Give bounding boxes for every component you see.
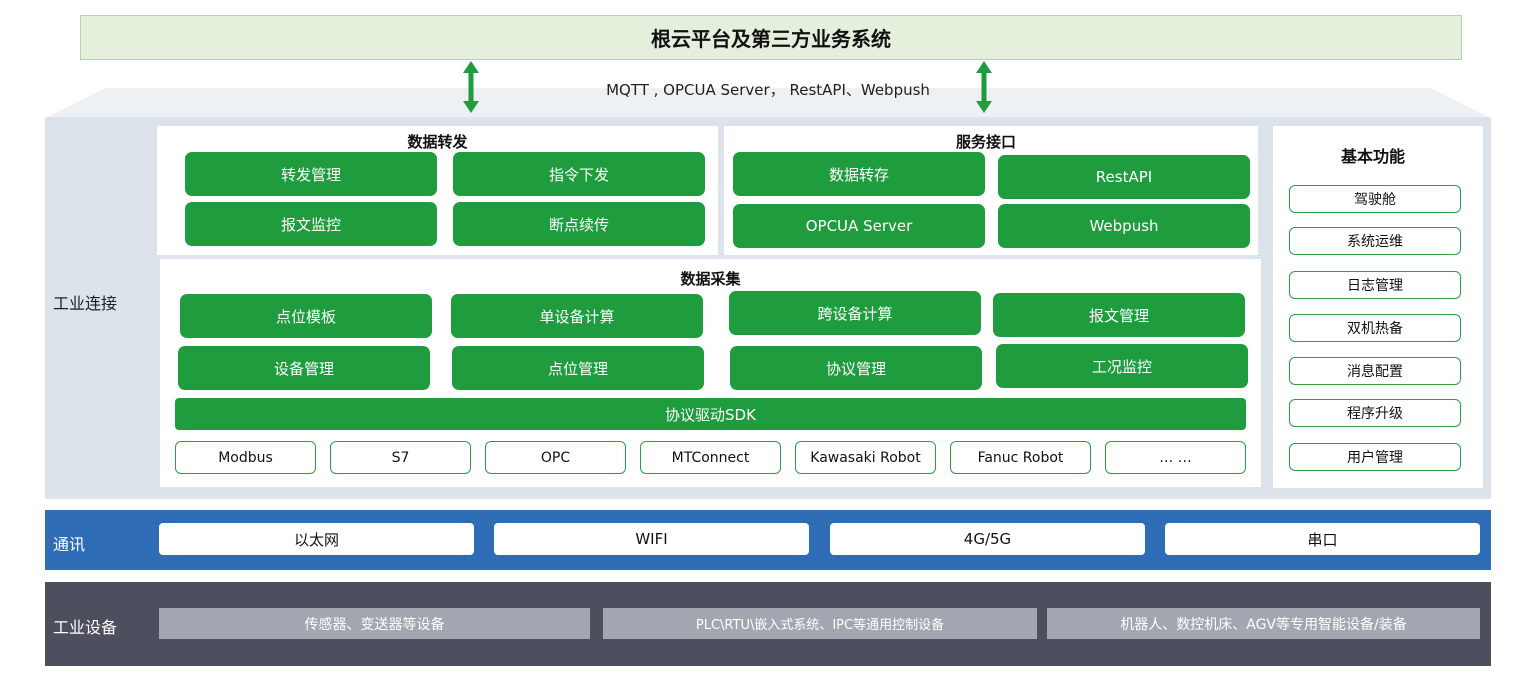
user-management-button[interactable]: 用户管理	[1289, 443, 1461, 471]
protocols-label: MQTT , OPCUA Server， RestAPI、Webpush	[606, 80, 930, 99]
opcua-server-button[interactable]: OPCUA Server	[733, 204, 985, 248]
basic-functions-panel	[1273, 126, 1483, 488]
equipment-plc-controllers: PLC\RTU\嵌入式系统、IPC等通用控制设备	[603, 608, 1037, 639]
protocol-management-button[interactable]: 协议管理	[730, 346, 982, 390]
comm-serial-port: 串口	[1165, 523, 1480, 555]
industrial-equipment-label: 工业设备	[53, 618, 118, 637]
forwarding-management-button[interactable]: 转发管理	[185, 152, 437, 196]
message-monitoring-button[interactable]: 报文监控	[185, 202, 437, 246]
driver-opc-button[interactable]: OPC	[485, 441, 626, 474]
comm-4g5g: 4G/5G	[830, 523, 1145, 555]
resume-transfer-button[interactable]: 断点续传	[453, 202, 705, 246]
double-arrow-icon-right	[976, 61, 992, 113]
point-management-button[interactable]: 点位管理	[452, 346, 704, 390]
cockpit-button[interactable]: 驾驶舱	[1289, 185, 1461, 213]
comm-wifi: WIFI	[494, 523, 809, 555]
single-device-compute-button[interactable]: 单设备计算	[451, 294, 703, 338]
webpush-button[interactable]: Webpush	[998, 204, 1250, 248]
data-collection-title: 数据采集	[680, 269, 741, 288]
driver-mtconnect-button[interactable]: MTConnect	[640, 441, 781, 474]
equipment-intelligent-devices: 机器人、数控机床、AGV等专用智能设备/装备	[1047, 608, 1480, 639]
cross-device-compute-button[interactable]: 跨设备计算	[729, 291, 981, 335]
message-config-button[interactable]: 消息配置	[1289, 357, 1461, 385]
driver-modbus-button[interactable]: Modbus	[175, 441, 316, 474]
data-forwarding-title: 数据转发	[407, 132, 468, 151]
double-arrow-icon-left	[463, 61, 479, 113]
condition-monitoring-button[interactable]: 工况监控	[996, 344, 1248, 388]
device-management-button[interactable]: 设备管理	[178, 346, 430, 390]
communication-label: 通讯	[53, 535, 86, 554]
comm-ethernet: 以太网	[159, 523, 474, 555]
service-interface-title: 服务接口	[955, 132, 1016, 151]
point-template-button[interactable]: 点位模板	[180, 294, 432, 338]
restapi-button[interactable]: RestAPI	[998, 155, 1250, 199]
data-storage-button[interactable]: 数据转存	[733, 152, 985, 196]
message-management-button[interactable]: 报文管理	[993, 293, 1245, 337]
driver-more-button[interactable]: … …	[1105, 441, 1246, 474]
equipment-sensors: 传感器、变送器等设备	[159, 608, 590, 639]
program-upgrade-button[interactable]: 程序升级	[1289, 399, 1461, 427]
driver-fanuc-robot-button[interactable]: Fanuc Robot	[950, 441, 1091, 474]
hot-standby-button[interactable]: 双机热备	[1289, 314, 1461, 342]
top-system-banner: 根云平台及第三方业务系统	[80, 15, 1462, 60]
system-maintenance-button[interactable]: 系统运维	[1289, 227, 1461, 255]
driver-s7-button[interactable]: S7	[330, 441, 471, 474]
basic-functions-title: 基本功能	[1340, 147, 1405, 166]
command-dispatch-button[interactable]: 指令下发	[453, 152, 705, 196]
log-management-button[interactable]: 日志管理	[1289, 271, 1461, 299]
driver-kawasaki-robot-button[interactable]: Kawasaki Robot	[795, 441, 936, 474]
roof-shape	[45, 88, 1491, 118]
industrial-connection-label: 工业连接	[53, 294, 118, 313]
protocol-driver-sdk-bar: 协议驱动SDK	[175, 398, 1246, 430]
